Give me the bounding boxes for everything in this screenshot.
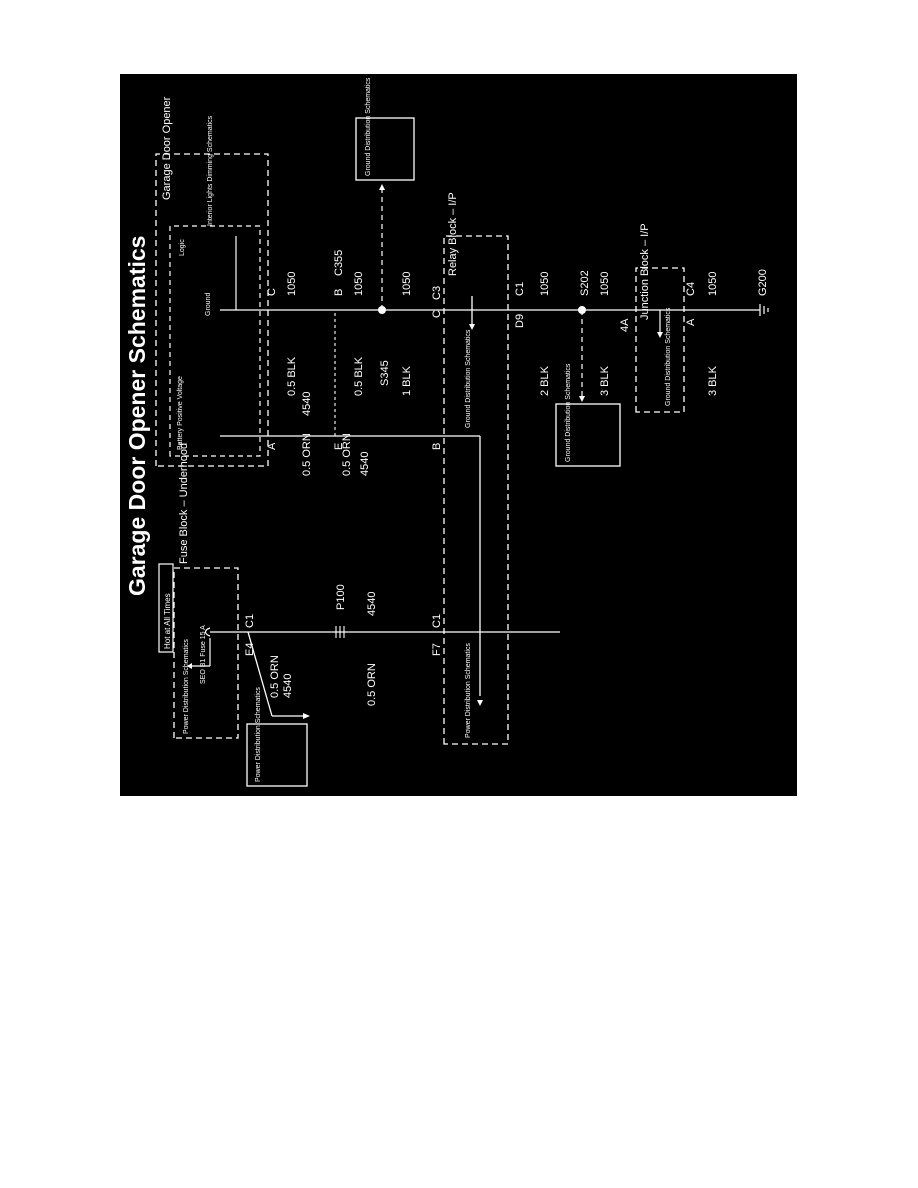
rotated-schematic: Garage Door Opener Schematics Fuse Block… (124, 77, 769, 787)
gnd-s202-junction-color: 3 BLK (599, 365, 611, 396)
main-wire-color: 0.5 ORN (366, 663, 378, 706)
p100-connector-icon (335, 626, 345, 638)
junction-pin-4a: 4A (619, 318, 631, 332)
logic-box (169, 225, 261, 457)
main-wire-circuit: 4540 (366, 592, 378, 616)
connector-c1-relay-bottom: C1 (514, 282, 526, 296)
relay-power-dist-arrow (477, 700, 483, 706)
gnd-junction-g200-circuit: 1050 (707, 272, 719, 296)
ground-label: Ground (205, 293, 212, 316)
connector-c1-relay-top: C1 (431, 614, 443, 628)
relay-ground-dist-text: Ground Distribution Schematics (465, 329, 472, 428)
connector-c-relay: C (431, 310, 443, 318)
garage-door-opener-name: Garage Door Opener (161, 96, 173, 200)
c355-orn-circuit: 4540 (301, 392, 313, 416)
battery-label: Battery Positive Voltage (177, 376, 184, 450)
offpage-ground-bottom-box (555, 403, 621, 467)
offpage-ground-top-box (355, 117, 415, 181)
branch-wire-color: 0.5 ORN (269, 655, 281, 698)
fuse-icon (204, 627, 211, 637)
connector-c1-fuse: C1 (244, 614, 256, 628)
gnd-junction-g200-color: 3 BLK (707, 365, 719, 396)
connector-a-opener: A (266, 442, 278, 450)
gnd-s345-relay-circuit: 1050 (401, 272, 413, 296)
gnd-s202-junction-circuit: 1050 (599, 272, 611, 296)
schematic-diagram: Garage Door Opener Schematics Fuse Block… (124, 77, 769, 787)
gnd-relay-s202-circuit: 1050 (539, 272, 551, 296)
diagram-panel: Garage Door Opener Schematics Fuse Block… (120, 74, 797, 796)
s202-label: S202 (579, 270, 591, 296)
gnd-relay-s202-color: 2 BLK (539, 365, 551, 396)
branch-arrow (303, 713, 310, 719)
connector-d9-relay: D9 (514, 314, 526, 328)
connector-b-relay: B (431, 443, 443, 450)
relay-power-dist-text: Power Distribution Schematics (465, 643, 472, 738)
junction-connector-c4: C4 (685, 282, 697, 296)
branch-wire-circuit: 4540 (282, 674, 294, 698)
gnd-c355-s345-color: 0.5 BLK (353, 356, 365, 396)
relay-ground-dist-arrow (469, 324, 475, 330)
interior-lights-label: Interior Lights Dimming Schematics (207, 115, 214, 226)
fuse-block-underhood-box (173, 567, 239, 739)
p100-label: P100 (335, 584, 347, 610)
fuse-power-dist-arrow (187, 663, 192, 669)
gnd-s345-relay-color: 1 BLK (401, 365, 413, 396)
gnd-c355-s345-circuit: 1050 (353, 272, 365, 296)
junction-block-box (635, 267, 685, 413)
offpage-ground-bottom-text: Ground Distribution Schematics (565, 363, 572, 462)
junction-pin-a: A (685, 318, 697, 326)
junction-ground-dist-text: Ground Distribution Schematics (665, 307, 672, 406)
relay-block-box (443, 235, 509, 745)
junction-ground-dist-arrow (657, 332, 663, 338)
connector-b-c355: B (333, 289, 345, 296)
relay-orn-color: 0.5 ORN (341, 433, 353, 476)
g200-ground-icon (759, 304, 769, 316)
relay-orn-circuit: 4540 (359, 452, 371, 476)
c355-label: C355 (333, 250, 345, 276)
offpage-power-text: Power Distribution Schematics (255, 687, 262, 782)
connector-c-opener: C (266, 288, 278, 296)
gnd-opener-c355-color: 0.5 BLK (286, 356, 298, 396)
fuse-power-dist-text: Power Distribution Schematics (183, 639, 190, 734)
logic-label: Logic (179, 239, 186, 256)
offpage-power-box (246, 723, 308, 787)
offpage-ground-top-text: Ground Distribution Schematics (365, 77, 372, 176)
connector-e4: E4 (244, 643, 256, 656)
hot-at-all-times-label: Hot at All Times (163, 593, 172, 649)
c355-orn-color: 0.5 ORN (301, 433, 313, 476)
branch-wire (247, 631, 273, 717)
gnd-opener-c355-circuit: 1050 (286, 272, 298, 296)
fuse-block-label: Fuse Block – Underhood (178, 443, 190, 564)
s345-ground-dist-arrow (379, 184, 385, 190)
fuse-label: SEO B1 Fuse 15 A (200, 625, 207, 684)
s202-ground-dist-arrow (579, 396, 585, 402)
s345-label: S345 (379, 360, 391, 386)
connector-f7: F7 (431, 643, 443, 656)
hot-at-all-times-box (158, 563, 174, 653)
junction-block-name: Junction Block – I/P (639, 223, 651, 320)
fuse-block-name: Fuse Block – Underhood (178, 443, 190, 564)
page-title: Garage Door Opener Schematics (124, 236, 150, 596)
connector-e-c355: E (333, 443, 345, 450)
connector-c3-relay: C3 (431, 286, 443, 300)
g200-label: G200 (757, 269, 769, 296)
relay-block-name: Relay Block – I/P (447, 192, 459, 276)
